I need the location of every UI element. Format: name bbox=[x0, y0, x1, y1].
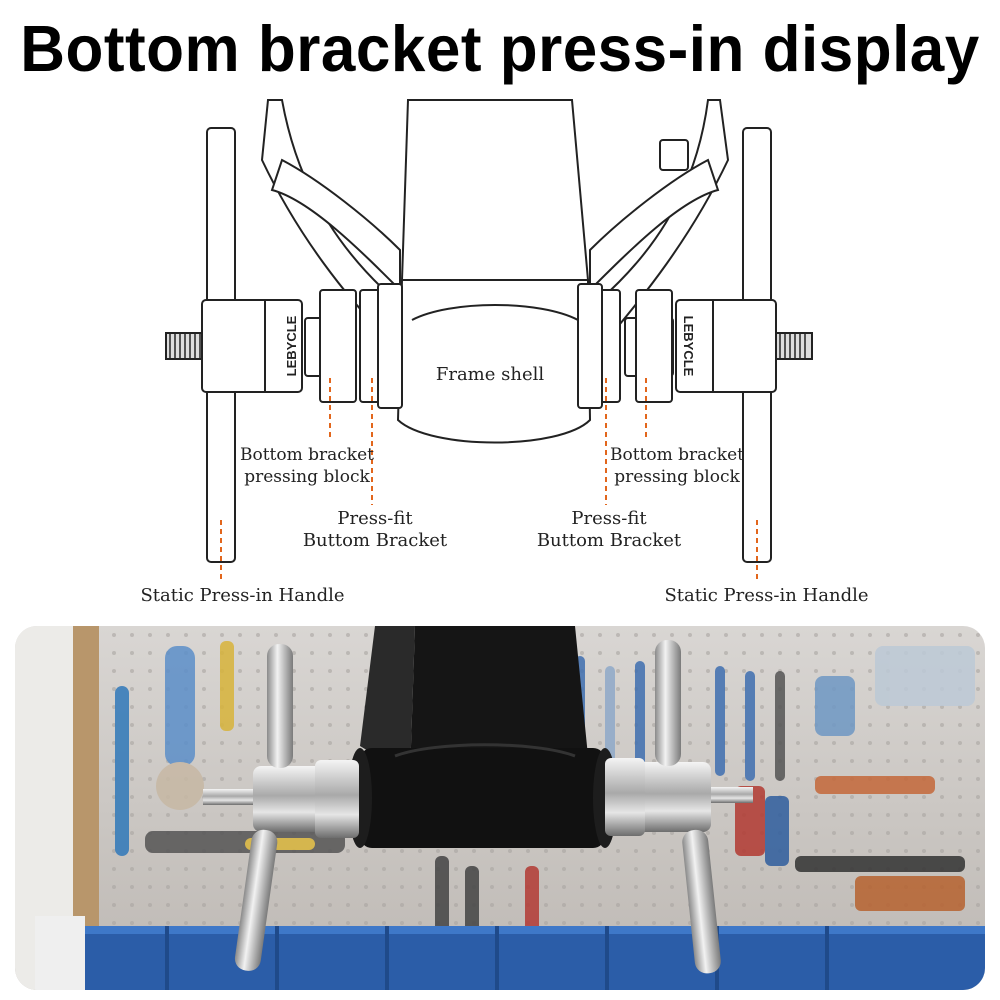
frame-shell-label: Frame shell bbox=[435, 364, 545, 385]
photo-right-handle-bottom bbox=[682, 829, 721, 974]
workshop-photo bbox=[15, 626, 985, 990]
right-handle-label: Static Press-in Handle bbox=[664, 585, 869, 606]
tool-line-diagram: LEBYCLE LEBYCLE bbox=[165, 99, 813, 580]
brand-right: LEBYCLE bbox=[681, 316, 696, 377]
brand-left: LEBYCLE bbox=[284, 315, 299, 376]
photo-left-handle-top bbox=[267, 644, 293, 768]
right-tool-assembly bbox=[577, 127, 813, 563]
photo-left-thread bbox=[203, 789, 263, 805]
left-pressfit-line2: Buttom Bracket bbox=[302, 530, 448, 551]
left-pressfit-label: Press-fit Buttom Bracket bbox=[300, 508, 450, 552]
left-pressfit-line1: Press-fit bbox=[337, 508, 413, 529]
left-handle-label: Static Press-in Handle bbox=[140, 585, 345, 606]
left-pressing-block-label: Bottom bracket pressing block bbox=[232, 444, 382, 488]
photo-seat-tube bbox=[410, 626, 590, 776]
right-pressfit-line2: Buttom Bracket bbox=[536, 530, 682, 551]
frame-shell-outline bbox=[396, 279, 592, 444]
left-pressing-block-line2: pressing block bbox=[244, 467, 370, 487]
cable-clamp bbox=[659, 139, 689, 171]
seat-tube bbox=[400, 99, 590, 281]
left-tool-assembly bbox=[165, 127, 403, 563]
page-title: Bottom bracket press-in display bbox=[20, 13, 980, 86]
right-handle-body bbox=[675, 299, 777, 393]
left-handle-body bbox=[201, 299, 303, 393]
photo-right-handle-top bbox=[655, 640, 681, 766]
photo-left-handle-bottom bbox=[234, 829, 278, 971]
right-pressing-block-line1: Bottom bracket bbox=[609, 445, 744, 465]
right-pressfit-label: Press-fit Buttom Bracket bbox=[534, 508, 684, 552]
photo-right-thread bbox=[705, 787, 753, 803]
photo-bb-shell bbox=[360, 748, 605, 848]
right-pressing-block-line2: pressing block bbox=[614, 467, 740, 487]
right-pressing-block-label: Bottom bracket pressing block bbox=[602, 444, 752, 488]
left-pressing-block-line1: Bottom bracket bbox=[239, 445, 374, 465]
right-pressfit-line1: Press-fit bbox=[571, 508, 647, 529]
right-thread-rod bbox=[775, 332, 813, 360]
parts-bins bbox=[35, 916, 985, 990]
frame-shell-inner bbox=[411, 304, 579, 321]
